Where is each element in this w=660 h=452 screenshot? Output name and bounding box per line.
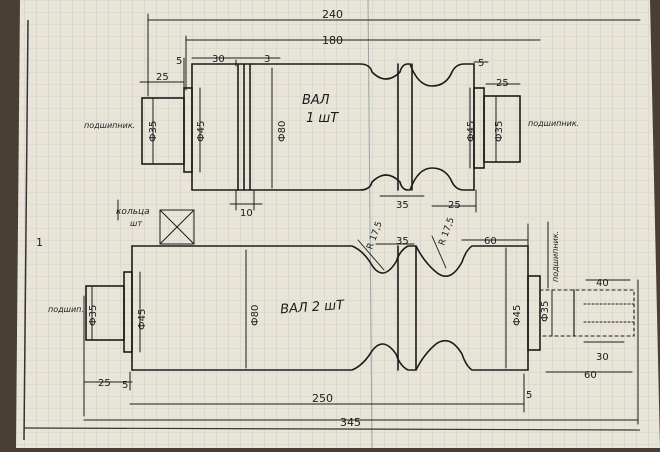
paper-grid <box>16 0 660 448</box>
shaft-2-dim-35: 35 <box>396 236 409 247</box>
shaft-2-dim-25: 25 <box>98 378 111 389</box>
shaft-2-dim-60-top: 60 <box>484 236 497 247</box>
shaft-1-dim-30: 30 <box>212 54 225 65</box>
shaft-2-dim-60-bottom: 60 <box>584 370 597 381</box>
shaft-1-dim-35: 35 <box>396 200 409 211</box>
shaft-2-dim-5-right: 5 <box>526 390 532 401</box>
shaft-2-outline <box>85 245 635 371</box>
shaft-1-dim-25-right: 25 <box>496 78 509 89</box>
shaft-1-dimension-lines <box>139 13 641 213</box>
shaft-2-label-bearing-left: подшип. <box>48 305 84 314</box>
shaft-1-dim-25-bottom: 25 <box>448 200 461 211</box>
paper-fold <box>367 0 373 449</box>
shaft-1-dim-body: 180 <box>322 34 343 47</box>
shaft-1-dim-d80: Ф80 <box>277 121 288 142</box>
shaft-2-dim-d45-right: Ф45 <box>512 305 523 326</box>
shaft-2-dim-d35-right: Ф35 <box>540 301 551 322</box>
shaft-1-dim-d35-right: Ф35 <box>494 121 505 142</box>
shaft-1-title-line-1: ВАЛ <box>302 93 330 108</box>
ring-sketch <box>159 209 195 245</box>
shaft-1-title-line-2: 1 шТ <box>306 111 339 126</box>
shaft-1-outline <box>141 63 521 191</box>
shaft-2-dim-250: 250 <box>312 392 333 405</box>
shaft-1-dim-25-left: 25 <box>156 72 169 83</box>
shaft-2-dim-d35-left: Ф35 <box>88 305 99 326</box>
shaft-2-label-bearing-right: подшипник. <box>551 231 560 282</box>
shaft-2-dim-345: 345 <box>340 416 361 429</box>
sheet-border-left <box>23 19 29 441</box>
ring-label-count: шт <box>130 219 142 228</box>
shaft-1-label-bearing-right: подшипник. <box>528 119 579 128</box>
shaft-1-dim-5-right: 5 <box>478 58 484 69</box>
shaft-2-dim-40: 40 <box>596 278 609 289</box>
shaft-2-dimension-lines <box>83 199 639 425</box>
shaft-1-dim-d45-left: Ф45 <box>196 121 207 142</box>
shaft-1-dim-d45-right: Ф45 <box>466 121 477 142</box>
shaft-2-dim-d80: Ф80 <box>250 305 261 326</box>
shaft-1-dim-3: 3 <box>264 54 270 65</box>
shaft-2-dim-30: 30 <box>596 352 609 363</box>
ring-label: кольца <box>116 207 150 217</box>
shaft-1-label-bearing-left: подшипник. <box>84 121 135 130</box>
shaft-2-dim-5-left: 5 <box>122 380 128 391</box>
margin-mark-1: 1 <box>36 236 43 249</box>
shaft-2-dim-d45-left: Ф45 <box>137 309 148 330</box>
shaft-1-dim-10: 10 <box>240 208 253 219</box>
shaft-2-title: ВАЛ 2 шТ <box>280 298 346 317</box>
shaft-1-dim-total: 240 <box>322 8 343 21</box>
shaft-1-dim-5-left: 5 <box>176 56 182 67</box>
shaft-1-dim-d35-left: Ф35 <box>148 121 159 142</box>
sheet-border-bottom <box>23 427 641 431</box>
